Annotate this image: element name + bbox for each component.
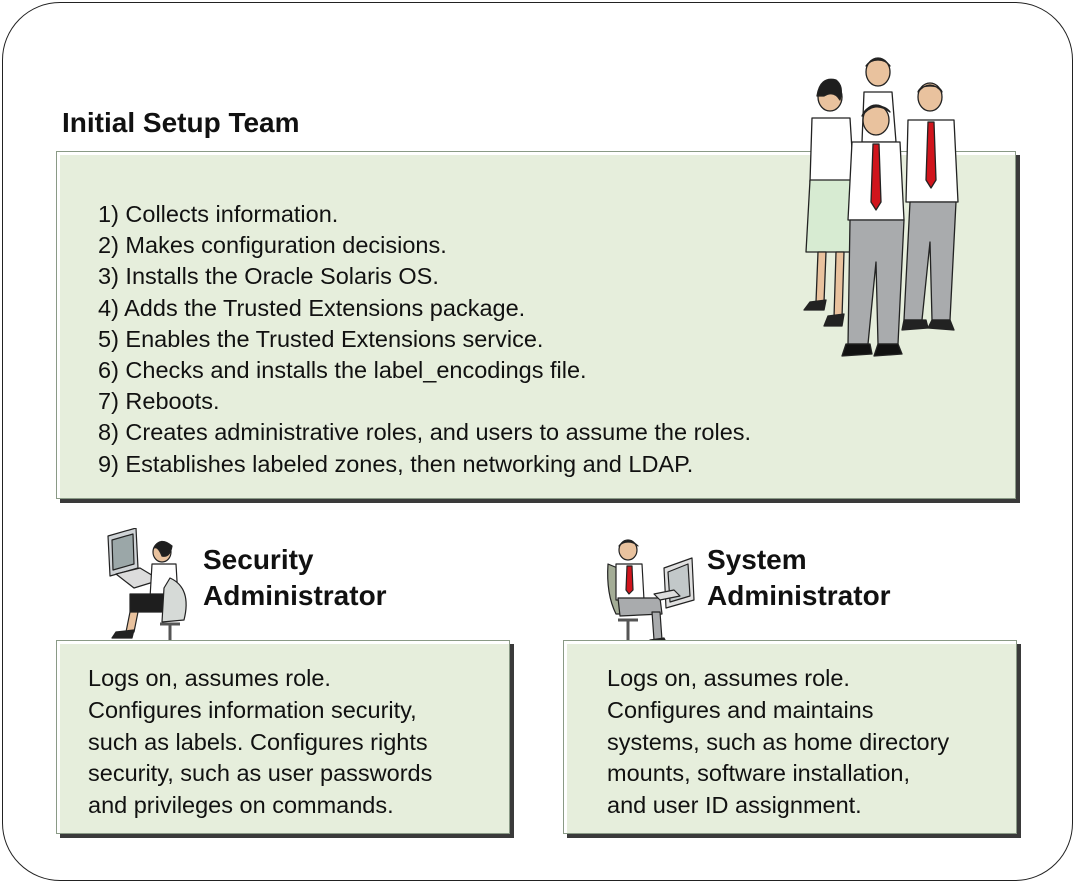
setup-step: 3) Installs the Oracle Solaris OS.: [98, 263, 439, 290]
initial-setup-steps: 1) Collects information. 2) Makes config…: [98, 199, 751, 480]
description-line: mounts, software installation,: [607, 760, 911, 787]
security-admin-title-line1: Security: [203, 544, 314, 575]
description-line: Logs on, assumes role.: [607, 665, 850, 691]
system-admin-title-line1: System: [707, 544, 807, 575]
setup-step: 4) Adds the Trusted Extensions package.: [98, 294, 526, 321]
man-at-computer-icon: [607, 539, 695, 652]
description-line: systems, such as home directory: [607, 728, 950, 755]
description-line: Logs on, assumes role.: [88, 665, 331, 691]
team-of-four-people-icon: [803, 57, 959, 357]
system-admin-description: Logs on, assumes role. Configures and ma…: [607, 663, 949, 822]
woman-at-computer-icon: [107, 528, 187, 656]
system-admin-title-line2: Administrator: [707, 580, 891, 611]
setup-step: 7) Reboots.: [98, 388, 220, 415]
description-line: Configures information security,: [88, 696, 417, 723]
description-line: security, such as user passwords: [88, 760, 433, 787]
setup-step: 1) Collects information.: [98, 201, 339, 227]
security-admin-title-line2: Administrator: [203, 580, 387, 611]
description-line: and privileges on commands.: [88, 792, 394, 819]
setup-step: 9) Establishes labeled zones, then netwo…: [98, 450, 694, 477]
security-admin-panel: [56, 640, 510, 834]
description-line: and user ID assignment.: [607, 792, 862, 819]
system-admin-panel: [563, 640, 1017, 834]
setup-step: 2) Makes configuration decisions.: [98, 232, 447, 259]
setup-step: 5) Enables the Trusted Extensions servic…: [98, 325, 544, 352]
security-admin-description: Logs on, assumes role. Configures inform…: [88, 663, 432, 822]
setup-step: 6) Checks and installs the label_encodin…: [98, 357, 587, 384]
description-line: such as labels. Configures rights: [88, 728, 428, 755]
initial-setup-title: Initial Setup Team: [62, 107, 300, 138]
setup-step: 8) Creates administrative roles, and use…: [98, 419, 752, 446]
description-line: Configures and maintains: [607, 696, 874, 723]
